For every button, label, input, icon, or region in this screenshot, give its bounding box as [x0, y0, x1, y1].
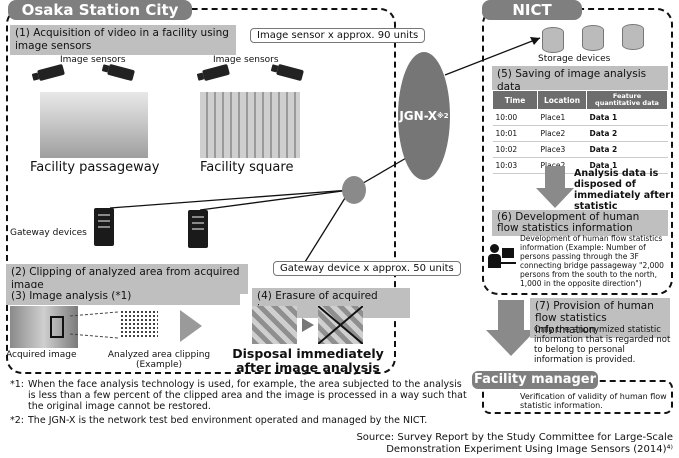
person-at-desk-icon	[488, 242, 516, 270]
storage-icon	[622, 24, 644, 50]
table-cell: Place1	[537, 109, 587, 126]
step3-to-step4-arrow	[180, 310, 202, 342]
table-cell: Data 2	[586, 125, 668, 142]
gateway-server-icon	[94, 208, 114, 246]
footnote-2: *2: The JGN-X is the network test bed en…	[10, 415, 470, 426]
table-header-location: Location	[537, 90, 587, 110]
osaka-station-city-title: Osaka Station City	[8, 0, 192, 20]
image-sensors-right: Image sensors	[195, 55, 335, 95]
analyzed-area-example: (Example)	[135, 360, 183, 370]
step6-description: Development of human flow statistics inf…	[520, 234, 664, 288]
gateway-hub	[342, 176, 366, 204]
gateway-count-note: Gateway device x approx. 50 units	[273, 261, 461, 276]
facility-square-caption: Facility square	[200, 160, 294, 175]
analyzed-area-label: Analyzed area clipping (Example)	[100, 350, 218, 370]
jgn-x-sup: ※2	[436, 112, 449, 120]
table-cell: Data 2	[586, 141, 668, 158]
footnote-1-text: When the face analysis technology is use…	[28, 379, 467, 412]
facility-passageway-photo	[40, 92, 148, 158]
erasure-after-photo	[317, 305, 364, 345]
source-line-2: Demonstration Experiment Using Image Sen…	[386, 444, 673, 455]
facility-square-photo	[200, 92, 300, 158]
image-sensors-label: Image sensors	[213, 55, 279, 65]
footnote-2-text: The JGN-X is the network test bed enviro…	[28, 415, 428, 426]
camera-icon	[202, 63, 230, 82]
table-cell: 10:01	[492, 125, 538, 142]
cross-out-icon	[317, 305, 364, 345]
facility-manager-description: Verification of validity of human flow s…	[520, 392, 667, 410]
footnote-2-mark: *2:	[10, 415, 24, 426]
table-cell: 10:02	[492, 141, 538, 158]
step6-label: (6) Development of human flow statistics…	[492, 210, 668, 236]
table-cell: Data 1	[586, 109, 668, 126]
footnote-1: *1: When the face analysis technology is…	[10, 379, 470, 412]
storage-devices-label: Storage devices	[538, 54, 611, 64]
table-header-feature: Feature quantitative data	[586, 90, 668, 110]
table-cell: Data 1	[586, 157, 668, 174]
source-line-1: Source: Survey Report by the Study Commi…	[356, 432, 673, 443]
table-cell: Place3	[537, 141, 587, 158]
table-header-row: Time Location Feature quantitative data	[492, 90, 668, 110]
storage-icon	[582, 25, 604, 51]
acquired-image-photo	[10, 306, 78, 348]
camera-icon	[107, 63, 135, 82]
analysis-area-marker	[50, 316, 64, 338]
facility-manager-title: Facility manager	[472, 371, 598, 389]
table-cell: 10:03	[492, 157, 538, 174]
analyzed-area-pattern	[120, 310, 158, 338]
facility-passageway-caption: Facility passageway	[30, 160, 160, 175]
erasure-before-photo	[252, 306, 297, 344]
analysis-data-table: Time Location Feature quantitative data …	[492, 90, 668, 174]
source-citation: Source: Survey Report by the Study Commi…	[356, 432, 673, 456]
image-sensors-left: Image sensors	[30, 55, 170, 95]
step7-down-arrow	[486, 300, 536, 356]
analyzed-area-text: Analyzed area clipping	[107, 350, 211, 360]
table-header-time: Time	[492, 90, 538, 110]
sensor-count-note: Image sensor x approx. 90 units	[250, 28, 426, 43]
clip-lines	[70, 311, 119, 339]
erasure-arrow-icon	[302, 318, 314, 332]
image-sensors-label: Image sensors	[60, 55, 126, 65]
nict-title: NICT	[482, 0, 582, 20]
nict-down-arrow	[536, 166, 574, 208]
step1-label: (1) Acquisition of video in a facility u…	[10, 25, 236, 55]
gateway-server-icon	[188, 210, 208, 248]
camera-icon	[37, 63, 65, 82]
disposal-text: Disposal immediately after image analysi…	[232, 346, 384, 375]
storage-icon	[542, 27, 564, 53]
jgn-x-label: JGN-X	[399, 109, 437, 123]
osaka-station-city-panel	[6, 8, 396, 374]
camera-icon	[276, 63, 304, 82]
jgn-x-network: JGN-X※2	[398, 52, 450, 180]
step7-label: (7) Provision of human flow statistics i…	[530, 298, 670, 338]
acquired-image-label: Acquired image	[6, 350, 77, 360]
step7-description: Only the anonymized statistic informatio…	[534, 325, 671, 365]
step3-label: (3) Image analysis (*1)	[6, 288, 240, 305]
footnote-1-mark: *1:	[10, 379, 24, 390]
table-cell: 10:00	[492, 109, 538, 126]
gateway-devices-label: Gateway devices	[10, 228, 87, 238]
table-cell: Place2	[537, 125, 587, 142]
